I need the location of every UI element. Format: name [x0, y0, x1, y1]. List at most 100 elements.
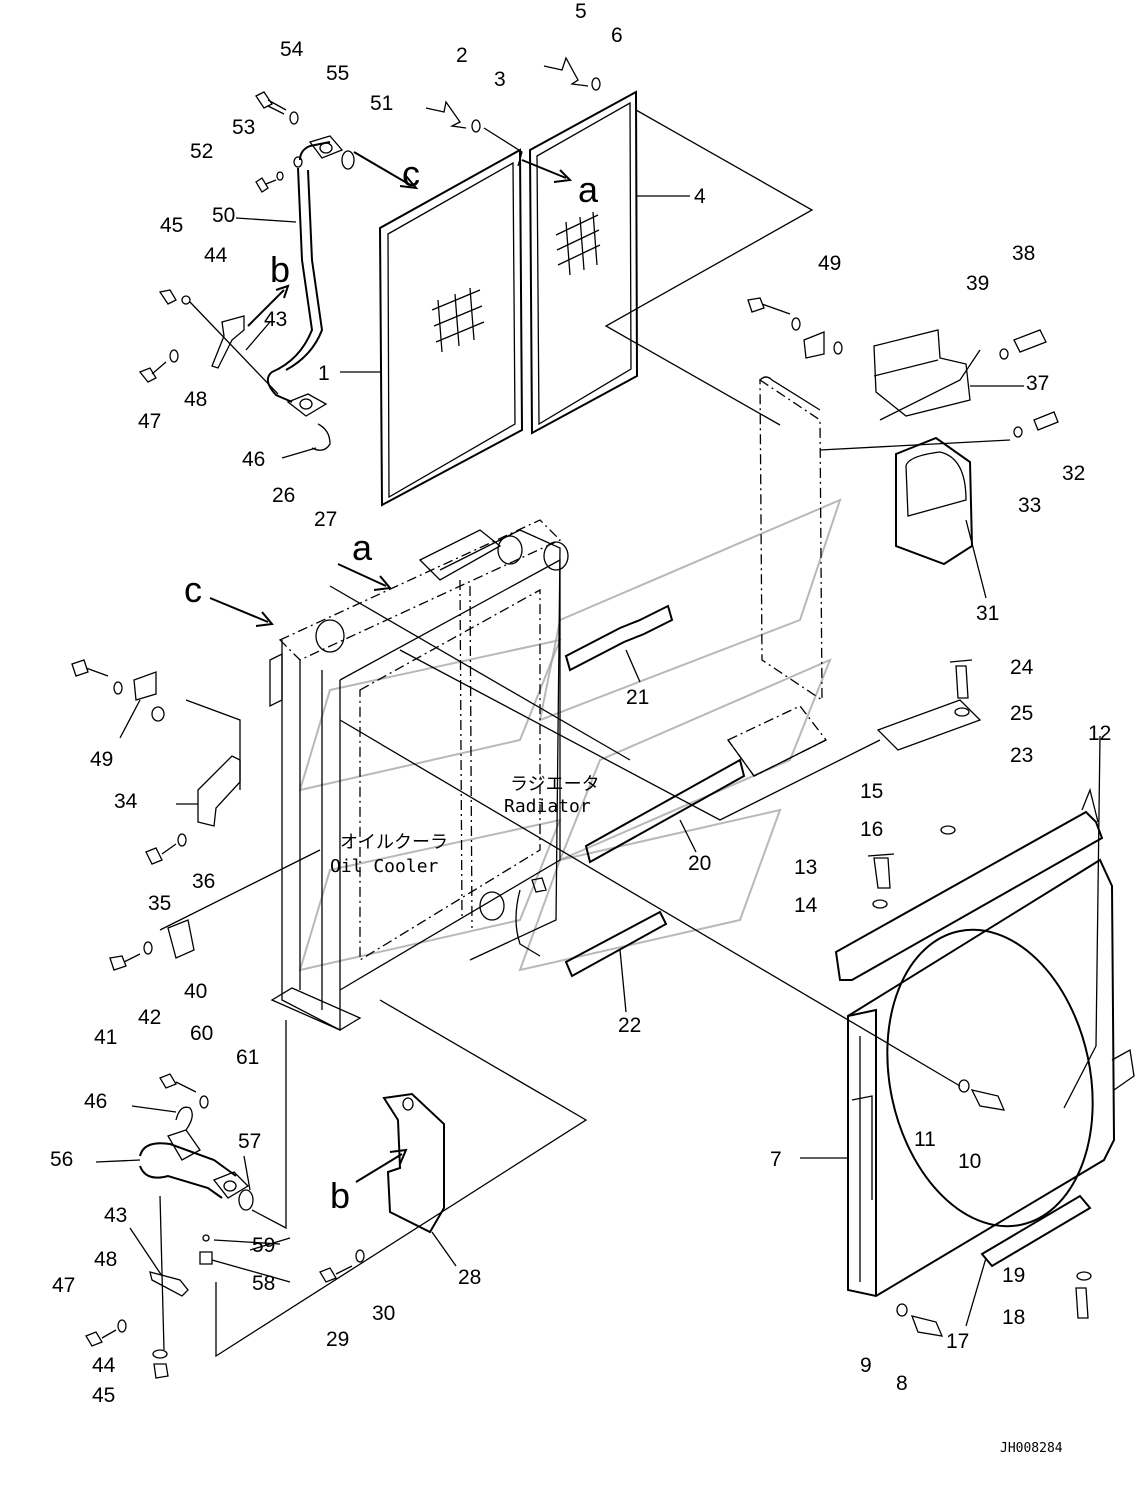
part-label-24: 24	[1010, 656, 1034, 679]
bolt-54	[255, 91, 299, 125]
part-label-39: 39	[966, 272, 989, 295]
part-label-47-top: 47	[138, 410, 161, 433]
seal-strip-20	[584, 758, 746, 864]
leader-a1	[483, 127, 523, 167]
part-label-48-bottom: 48	[94, 1248, 117, 1271]
fan-shroud	[834, 659, 1135, 1337]
view-marker-b-bracket: b	[330, 1175, 350, 1216]
part-label-57: 57	[238, 1130, 261, 1153]
plate-31	[895, 411, 1059, 566]
part-label-20: 20	[688, 852, 711, 875]
view-marker-b-top: b	[270, 249, 290, 290]
part-label-26: 26	[272, 484, 295, 507]
bracket-43-top	[138, 289, 279, 395]
part-label-15: 15	[860, 780, 883, 803]
bolt-52	[255, 171, 284, 193]
part-label-14: 14	[794, 894, 818, 917]
part-label-13: 13	[794, 856, 817, 879]
part-label-18: 18	[1002, 1306, 1025, 1329]
part-label-34: 34	[114, 790, 138, 813]
oilcooler-label-en: Oil Cooler	[330, 856, 439, 877]
part-label-44-bottom: 44	[92, 1354, 116, 1377]
bolt-38	[999, 329, 1047, 360]
part-labels: 1 2 3 4 5 6 7 8 9 10 11 12 13 14 15 16 1…	[50, 0, 1111, 1407]
side-frame-right	[727, 376, 827, 777]
part-label-23: 23	[1010, 744, 1033, 767]
part-label-45-top: 45	[160, 214, 183, 237]
part-label-5: 5	[575, 0, 587, 23]
part-label-32: 32	[1062, 462, 1085, 485]
part-label-2: 2	[456, 44, 468, 67]
wing-bolt-2	[425, 100, 481, 133]
part-label-36: 36	[192, 870, 215, 893]
part-label-48-top: 48	[184, 388, 207, 411]
part-label-40: 40	[184, 980, 207, 1003]
part-label-7: 7	[770, 1148, 782, 1171]
part-label-3: 3	[494, 68, 506, 91]
part-leaders	[95, 195, 1101, 1327]
part-label-51: 51	[370, 92, 393, 115]
view-arrows: c a b a c b	[184, 151, 599, 1216]
part-label-43-bottom: 43	[104, 1204, 127, 1227]
part-label-21: 21	[626, 686, 649, 709]
part-label-46-top: 46	[242, 448, 265, 471]
view-marker-c-main: c	[184, 569, 202, 610]
bracket-37	[873, 329, 971, 417]
part-label-9: 9	[860, 1354, 872, 1377]
part-label-17: 17	[946, 1330, 969, 1353]
part-label-52: 52	[190, 140, 213, 163]
part-label-12: 12	[1088, 722, 1111, 745]
view-marker-a-main: a	[352, 527, 373, 568]
part-label-25: 25	[1010, 702, 1033, 725]
part-label-56: 56	[50, 1148, 73, 1171]
part-label-8: 8	[896, 1372, 908, 1395]
part-label-44-top: 44	[204, 244, 228, 267]
oilcooler-label-jp: オイルクーラ	[340, 832, 448, 853]
part-label-58: 58	[252, 1272, 275, 1295]
part-label-60: 60	[190, 1022, 213, 1045]
part-label-38: 38	[1012, 242, 1035, 265]
part-label-10: 10	[958, 1150, 981, 1173]
part-label-11: 11	[914, 1128, 936, 1151]
part-label-33: 33	[1018, 494, 1041, 517]
part-label-41: 41	[94, 1026, 117, 1049]
part-label-37: 37	[1026, 372, 1049, 395]
part-label-59: 59	[252, 1234, 275, 1257]
radiator-assembly	[269, 519, 569, 1032]
pipe-50	[266, 135, 344, 451]
part-label-53: 53	[232, 116, 255, 139]
view-marker-a-top: a	[578, 169, 599, 210]
part-label-42: 42	[138, 1006, 161, 1029]
part-label-47-bottom: 47	[52, 1274, 75, 1297]
part-label-28: 28	[458, 1266, 481, 1289]
part-label-29: 29	[326, 1328, 349, 1351]
part-label-6: 6	[611, 24, 623, 47]
part-label-49-right: 49	[818, 252, 841, 275]
reference-lines	[159, 349, 1011, 1230]
plate-40	[109, 919, 195, 971]
part-label-27: 27	[314, 508, 337, 531]
part-label-46-bottom: 46	[84, 1090, 107, 1113]
part-label-54: 54	[280, 38, 304, 61]
seal-strip-21	[564, 604, 674, 672]
screen-panel-4	[528, 90, 814, 435]
part-label-45-bottom: 45	[92, 1384, 115, 1407]
part-label-22: 22	[618, 1014, 641, 1037]
radiator-label-jp: ラジエータ	[510, 774, 600, 795]
seal-strip-22	[564, 910, 668, 978]
pipe-56	[85, 1073, 254, 1379]
part-label-31: 31	[976, 602, 999, 625]
part-label-1: 1	[318, 362, 330, 385]
part-label-16: 16	[860, 818, 883, 841]
part-label-19: 19	[1002, 1264, 1025, 1287]
part-label-35: 35	[148, 892, 171, 915]
radiator-label-en: Radiator	[504, 796, 591, 817]
part-label-4: 4	[694, 185, 706, 208]
screen-panel-1	[378, 148, 524, 507]
part-label-43-top: 43	[264, 308, 287, 331]
part-label-50: 50	[212, 204, 235, 227]
bracket-34	[71, 659, 241, 865]
part-label-49-left: 49	[90, 748, 113, 771]
drawing-code: JH008284	[1000, 1441, 1063, 1456]
